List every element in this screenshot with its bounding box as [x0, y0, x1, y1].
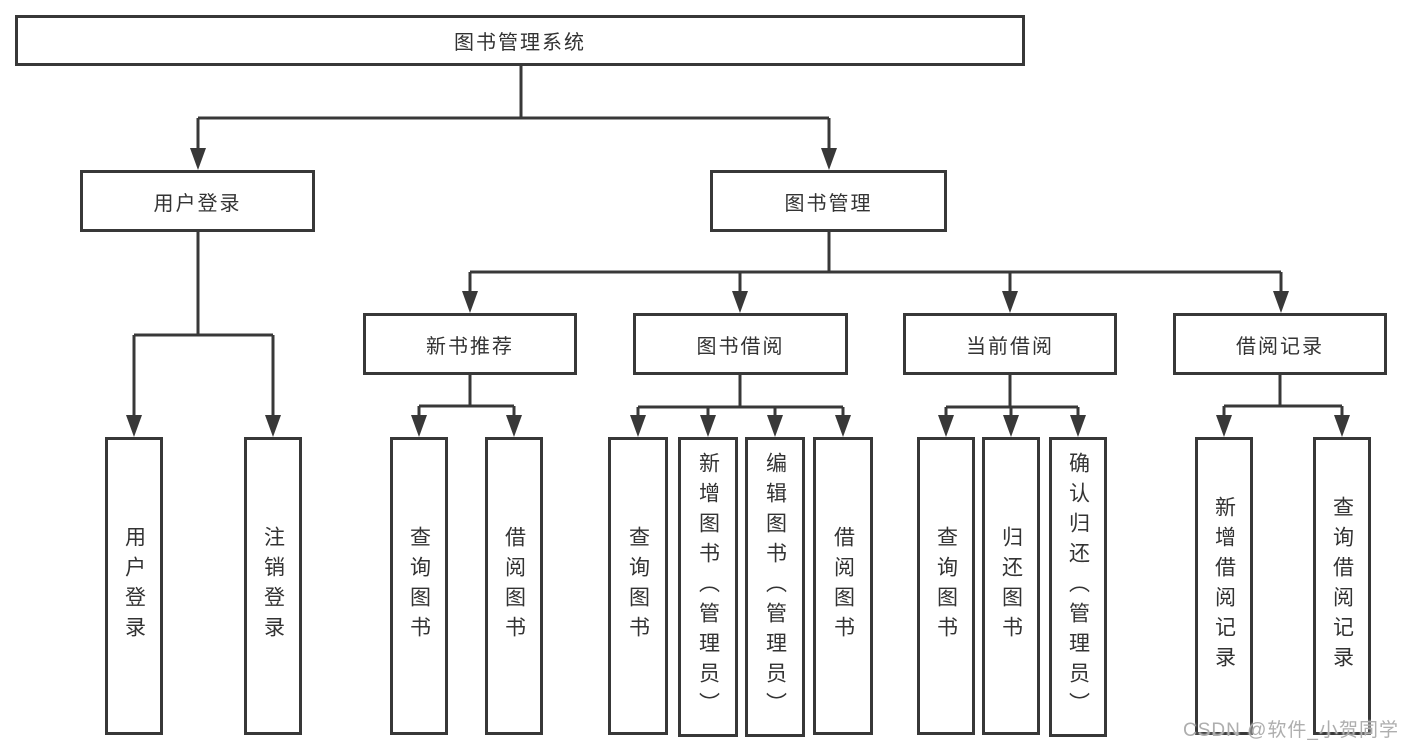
leaf-user-login: 用户登录	[105, 437, 163, 735]
leaf-confirm-return-admin: 确认归还（管理员）	[1049, 437, 1107, 737]
leaf-recommend-borrow-books: 借阅图书	[485, 437, 543, 735]
leaf-user-login-label: 用户登录	[122, 526, 146, 646]
leaf-borrow-books: 借阅图书	[813, 437, 873, 735]
node-new-book-recommend-label: 新书推荐	[426, 335, 514, 358]
leaf-recommend-query-books: 查询图书	[390, 437, 448, 735]
node-borrowing-records: 借阅记录	[1173, 313, 1387, 375]
leaf-current-query-books-label: 查询图书	[934, 526, 958, 646]
leaf-return-books: 归还图书	[982, 437, 1040, 735]
node-book-borrowing-label: 图书借阅	[696, 335, 785, 358]
leaf-recommend-borrow-books-label: 借阅图书	[502, 526, 526, 646]
leaf-add-borrow-record: 新增借阅记录	[1195, 437, 1253, 735]
node-current-borrowing-label: 当前借阅	[966, 335, 1054, 358]
leaf-borrowing-query-books-label: 查询图书	[626, 526, 650, 646]
leaf-logout-label: 注销登录	[261, 526, 285, 646]
leaf-query-borrow-record: 查询借阅记录	[1313, 437, 1371, 735]
leaf-current-query-books: 查询图书	[917, 437, 975, 735]
leaf-borrow-books-label: 借阅图书	[831, 526, 855, 646]
leaf-add-borrow-record-label: 新增借阅记录	[1212, 496, 1236, 676]
leaf-query-borrow-record-label: 查询借阅记录	[1330, 496, 1354, 676]
leaf-confirm-return-admin-label: 确认归还（管理员）	[1066, 452, 1090, 722]
leaf-recommend-query-books-label: 查询图书	[407, 526, 431, 646]
leaf-borrowing-query-books: 查询图书	[608, 437, 668, 735]
leaf-logout: 注销登录	[244, 437, 302, 735]
node-new-book-recommend: 新书推荐	[363, 313, 577, 375]
leaf-edit-books-admin-label: 编辑图书（管理员）	[763, 452, 787, 722]
node-book-management-label: 图书管理	[784, 192, 873, 215]
leaf-add-books-admin-label: 新增图书（管理员）	[696, 452, 720, 722]
node-current-borrowing: 当前借阅	[903, 313, 1117, 375]
leaf-edit-books-admin: 编辑图书（管理员）	[745, 437, 805, 737]
node-borrowing-records-label: 借阅记录	[1236, 335, 1324, 358]
node-book-borrowing: 图书借阅	[633, 313, 848, 375]
node-library-system: 图书管理系统	[15, 15, 1025, 66]
leaf-add-books-admin: 新增图书（管理员）	[678, 437, 738, 737]
node-user-login-module-label: 用户登录	[153, 192, 242, 215]
node-book-management: 图书管理	[710, 170, 947, 232]
node-user-login-module: 用户登录	[80, 170, 315, 232]
node-library-system-label: 图书管理系统	[454, 32, 586, 54]
csdn-watermark: CSDN @软件_小贺同学	[1183, 720, 1399, 741]
leaf-return-books-label: 归还图书	[999, 526, 1023, 646]
